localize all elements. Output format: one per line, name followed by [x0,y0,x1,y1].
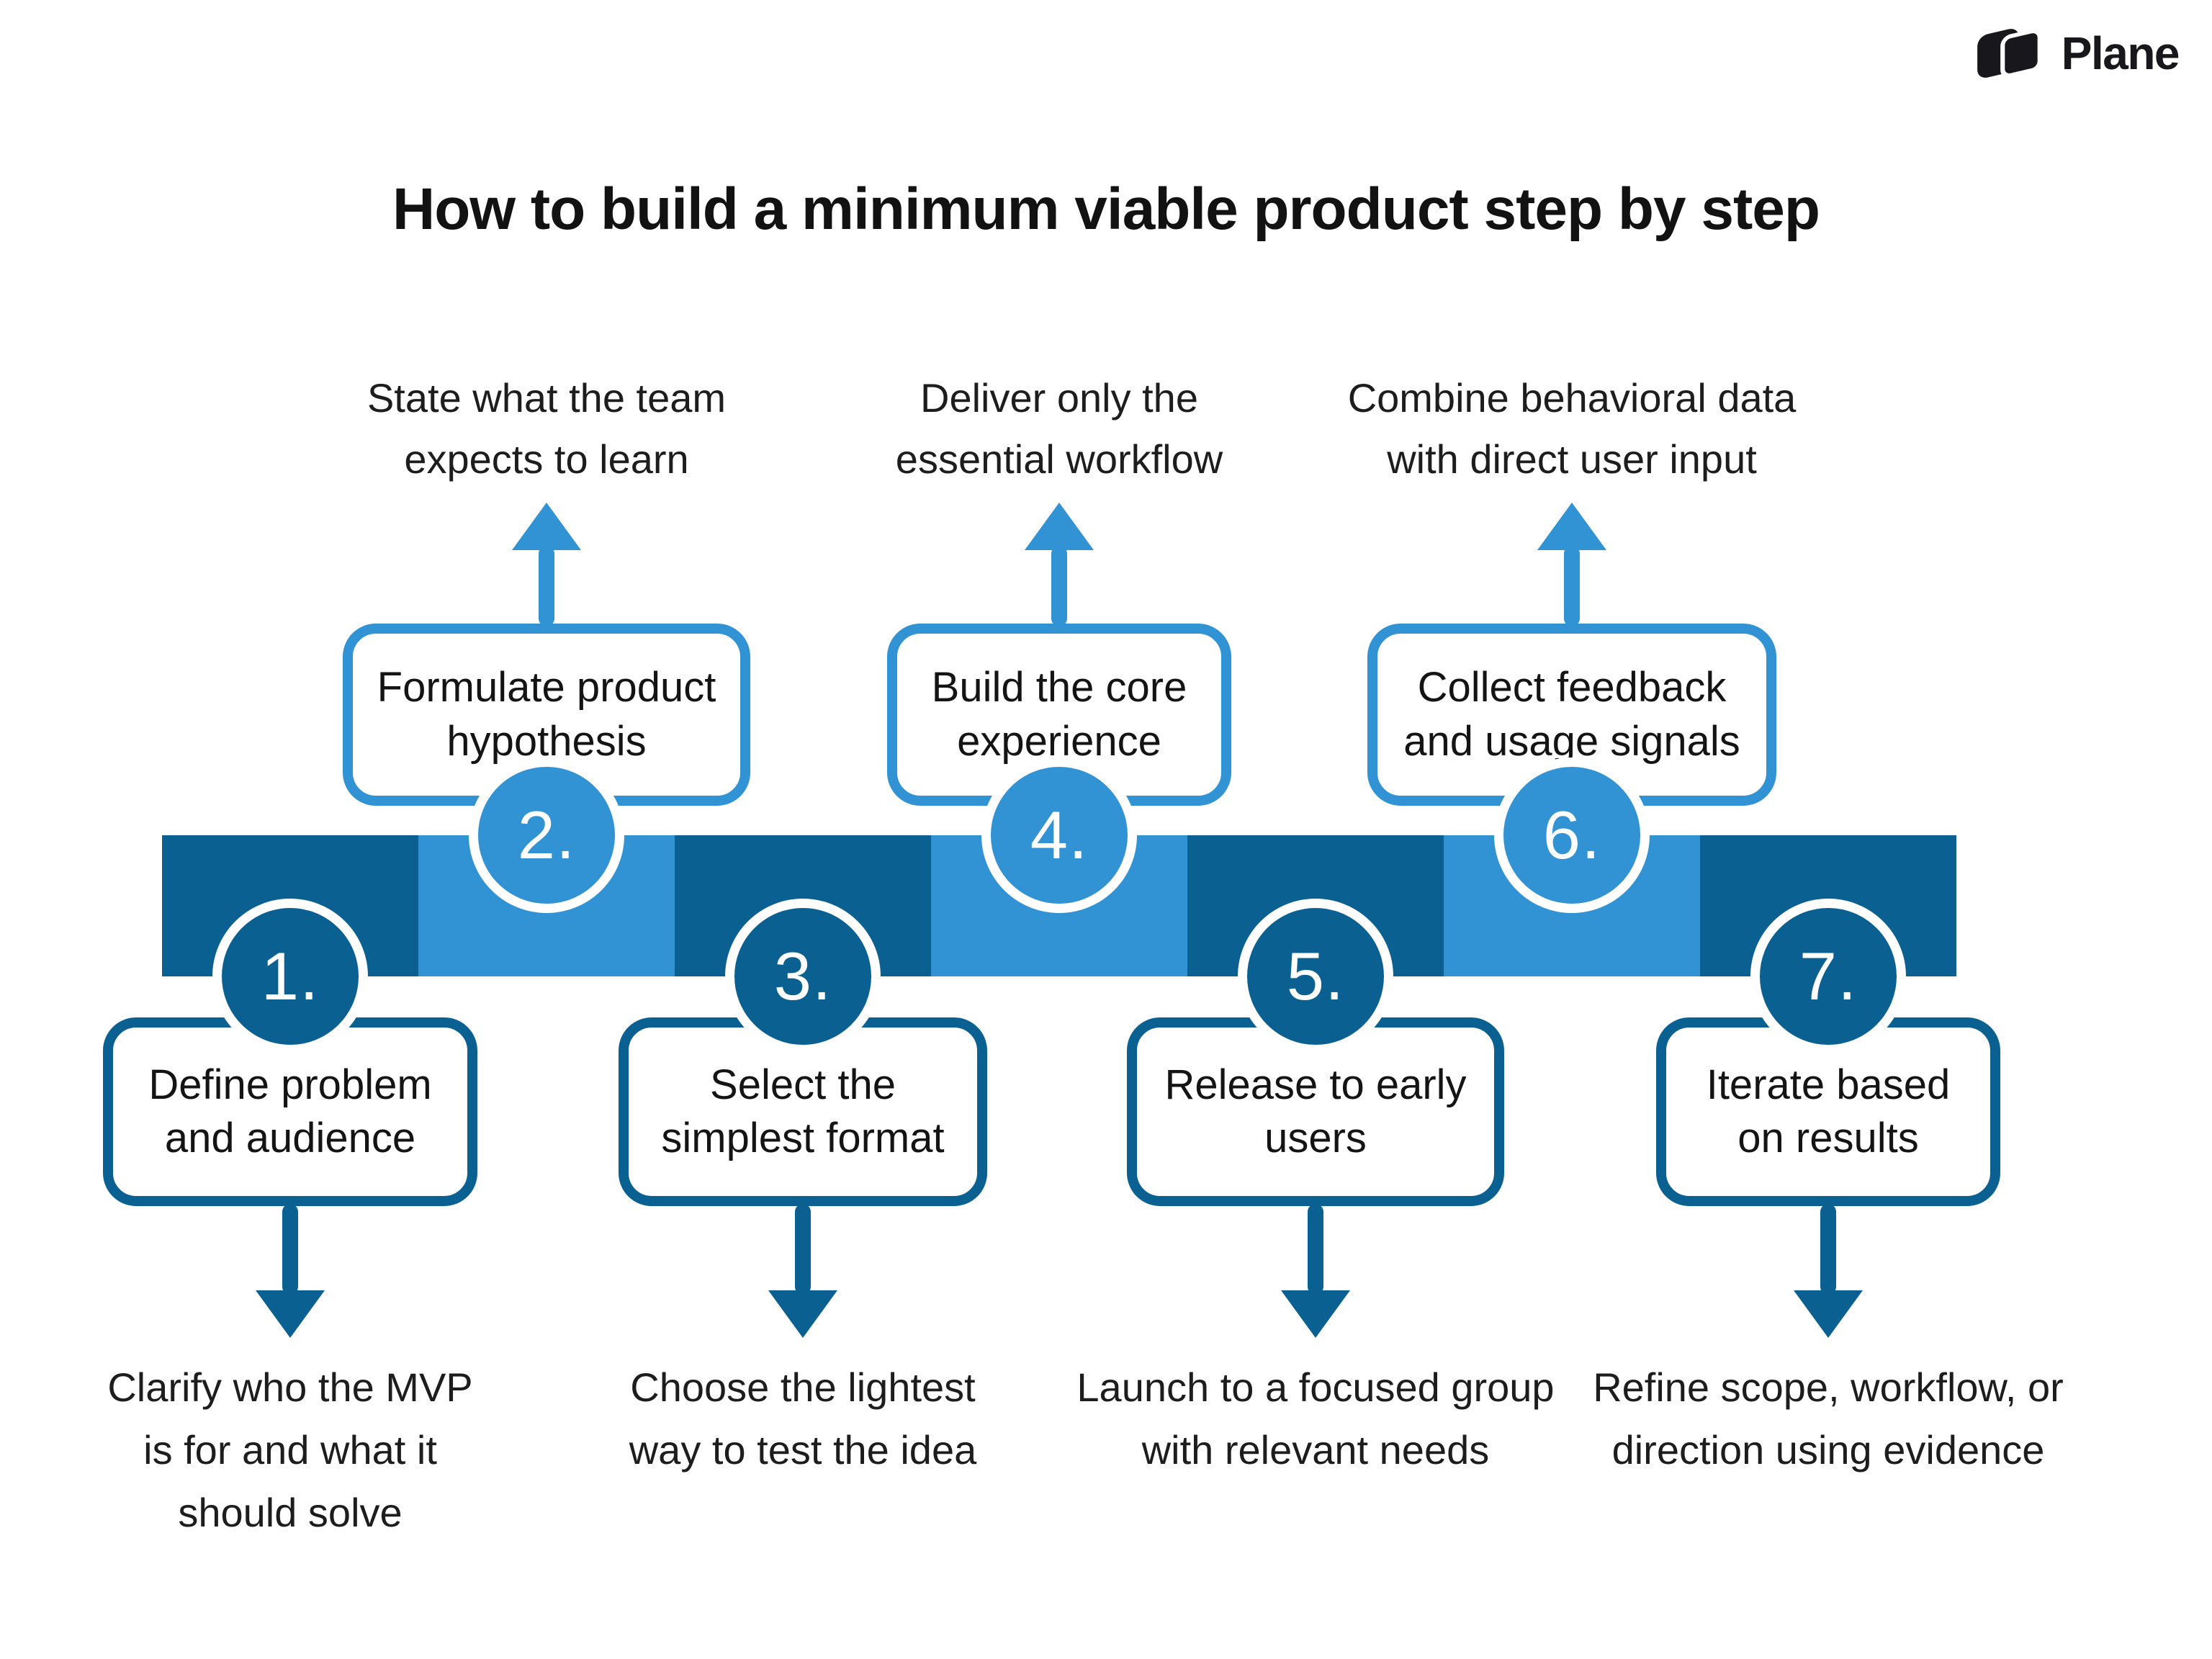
step-4: Deliver only the essential workflow Buil… [771,0,1347,1659]
up-arrow-icon [1025,503,1094,550]
step-7-description: Refine scope, workflow, or direction usi… [1593,1364,2064,1473]
step-1-number: 1. [261,938,320,1014]
step-2: State what the team expects to learn For… [258,0,835,1659]
step-3-box: Select the simplest format [619,1017,987,1206]
step-6-number: 6. [1542,797,1601,873]
step-4-number: 4. [1030,797,1089,873]
step-3: Select the simplest format 3. Choose the… [515,0,1091,1659]
step-6-number-badge: 6. [1494,757,1650,913]
step-5-number-badge: 5. [1238,899,1393,1054]
down-arrow-icon [1794,1290,1863,1338]
down-arrow-stem [282,1204,298,1295]
step-2-label: Formulate product hypothesis [377,664,716,765]
step-1: Define problem and audience 1. Clarify w… [2,0,578,1659]
step-2-description: State what the team expects to learn [367,375,727,482]
up-arrow-stem [1564,546,1580,626]
down-arrow-icon [1281,1290,1350,1338]
step-3-description: Choose the lightest way to test the idea [629,1364,977,1473]
step-2-number-badge: 2. [469,757,624,913]
step-4-label: Build the core experience [931,664,1187,765]
down-arrow-icon [768,1290,837,1338]
step-5-box: Release to early users [1127,1017,1504,1206]
step-6-box: Collect feedback and usage signals [1367,624,1776,806]
down-arrow-icon [256,1290,325,1338]
step-7-number: 7. [1799,938,1858,1014]
step-1-description: Clarify who the MVP is for and what it s… [107,1364,473,1535]
step-1-box: Define problem and audience [103,1017,477,1206]
step-6-description: Combine behavioral data with direct user… [1347,375,1797,482]
step-7-label: Iterate based on results [1706,1061,1951,1161]
brand-name: Plane [2061,27,2180,79]
step-5-number: 5. [1286,938,1345,1014]
step-6-label: Collect feedback and usage signals [1403,664,1740,765]
step-1-number-badge: 1. [212,899,368,1054]
down-arrow-stem [795,1204,811,1295]
brand-logo: Plane [1977,24,2180,82]
up-arrow-stem [539,546,554,626]
step-1-label: Define problem and audience [148,1061,432,1161]
page-title: How to build a minimum viable product st… [392,176,1820,242]
step-3-number: 3. [773,938,832,1014]
step-4-description: Deliver only the essential workflow [895,375,1223,482]
step-7-number-badge: 7. [1750,899,1906,1054]
step-3-label: Select the simplest format [661,1061,945,1161]
step-5: Release to early users 5. Launch to a fo… [1028,0,1604,1659]
step-6: Combine behavioral data with direct user… [1284,0,1860,1659]
down-arrow-stem [1308,1204,1323,1295]
up-arrow-icon [1537,503,1606,550]
step-7: Iterate based on results 7. Refine scope… [1540,0,2116,1659]
step-4-number-badge: 4. [981,757,1137,913]
up-arrow-icon [512,503,581,550]
step-5-label: Release to early users [1164,1061,1467,1161]
step-3-number-badge: 3. [725,899,881,1054]
step-2-number: 2. [517,797,576,873]
down-arrow-stem [1820,1204,1836,1295]
up-arrow-stem [1051,546,1067,626]
step-5-description: Launch to a focused group with relevant … [1076,1364,1555,1473]
